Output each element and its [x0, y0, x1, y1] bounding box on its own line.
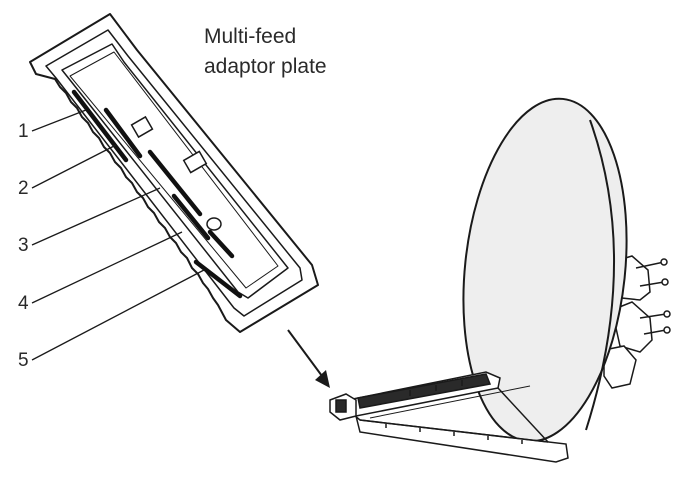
slot-6 — [207, 229, 235, 259]
callout-label-2: 2 — [18, 178, 29, 199]
adaptor-plate — [29, 13, 319, 333]
callout-label-4: 4 — [18, 293, 29, 314]
callout-label-5: 5 — [18, 350, 29, 371]
plate-slots — [71, 89, 243, 299]
leader-line-5 — [31, 269, 205, 361]
plate-holes — [130, 115, 222, 231]
title-line-1: Multi-feed — [204, 25, 296, 48]
leader-line-2 — [31, 144, 117, 189]
satellite-dish — [329, 97, 671, 463]
callout-label-1: 1 — [18, 121, 29, 142]
plate-hole-3 — [206, 217, 222, 231]
leader-line-4 — [31, 231, 183, 304]
leader-line-3 — [31, 187, 161, 246]
plate-hole-1 — [130, 115, 154, 139]
dish-feed-arm — [337, 371, 569, 463]
dish-lnb-holder — [329, 393, 357, 421]
callout-label-3: 3 — [18, 235, 29, 256]
plate-inner-panel — [61, 43, 289, 299]
plate-inner-panel-2 — [69, 51, 279, 289]
mounting-arrow — [287, 329, 330, 388]
slot-4 — [171, 193, 211, 241]
title-line-2: adaptor plate — [204, 55, 327, 78]
callouts: 1 2 3 4 5 — [18, 109, 205, 371]
slot-1 — [71, 89, 129, 163]
slot-2 — [103, 107, 143, 159]
plate-hole-2 — [182, 150, 208, 174]
slot-5 — [193, 259, 243, 299]
slot-3 — [147, 149, 203, 217]
dish-rim-edge — [585, 119, 615, 431]
leader-line-1 — [31, 109, 87, 132]
